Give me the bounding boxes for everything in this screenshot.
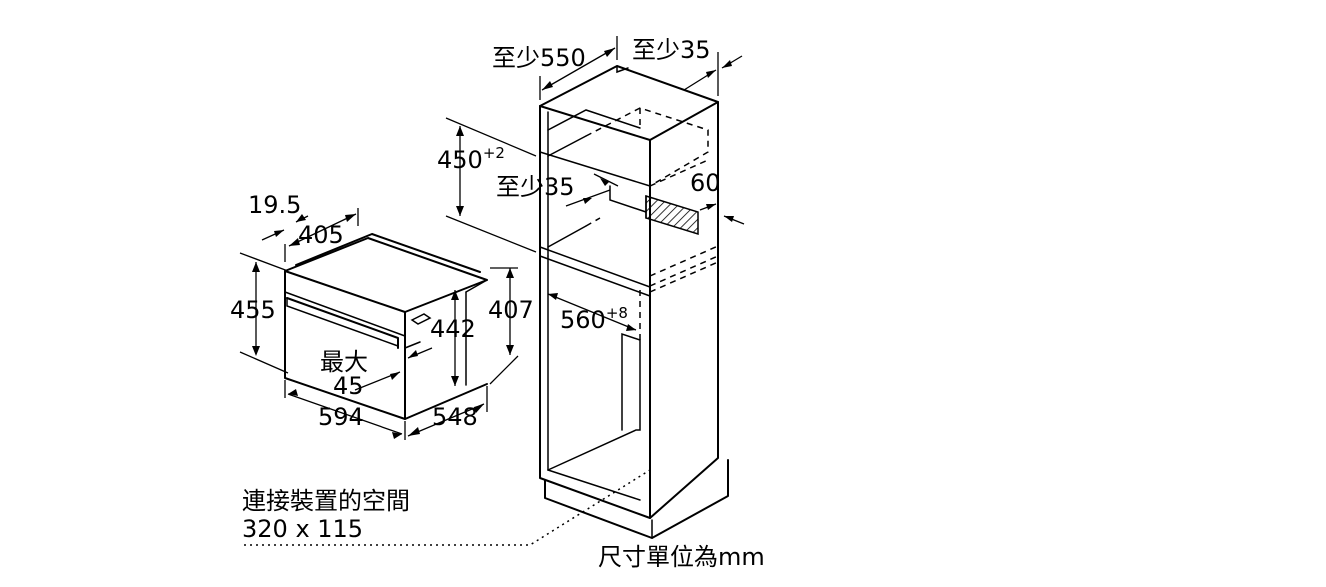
dimension-lines	[239, 36, 745, 546]
dimension-labels: 19.5 405 455 442 407 最大 45 594 548 至少550…	[230, 36, 765, 571]
label-min-rear-gap: 至少35	[632, 36, 711, 64]
middle-shelf-lower	[539, 255, 651, 297]
label-panel-offset: 19.5	[248, 191, 301, 219]
upper-shelf-front	[539, 151, 651, 187]
label-max-value: 45	[333, 372, 364, 400]
label-door-depth: 405	[298, 221, 344, 249]
niche-lower-dashed	[649, 245, 719, 277]
upper-shelf-back	[547, 109, 641, 131]
oven-top-panel	[295, 233, 481, 273]
vent-hatch	[645, 194, 699, 236]
middle-shelf-left	[547, 225, 587, 248]
label-niche-width: 560+8	[560, 304, 628, 334]
oven-drawing	[284, 233, 488, 420]
oven-control-strip	[284, 291, 406, 337]
lower-cavity	[547, 332, 641, 471]
cabinet-top-notch	[616, 65, 629, 74]
label-units-note: 尺寸單位為mm	[598, 543, 765, 571]
label-connection-size: 320 x 115	[242, 515, 363, 543]
oven-rear-bracket	[410, 313, 432, 325]
label-niche-height: 450+2	[437, 144, 505, 174]
label-vent-gap: 60	[690, 169, 721, 197]
label-connection-title: 連接裝置的空間	[242, 487, 410, 515]
label-min-depth: 至少550	[492, 44, 586, 72]
cabinet-top-left-edge	[539, 105, 651, 141]
upper-shelf-left	[547, 135, 587, 157]
label-inner-height: 442	[430, 315, 476, 343]
niche-top-dashed	[585, 107, 709, 187]
label-oven-depth: 548	[432, 403, 478, 431]
label-oven-width: 594	[318, 403, 364, 431]
label-oven-height: 455	[230, 296, 276, 324]
label-max: 最大	[320, 348, 368, 376]
oven-side-bottom	[404, 383, 488, 420]
middle-shelf-front	[539, 246, 651, 288]
cabinet-top-front-edge	[649, 101, 719, 141]
lower-cavity-floor	[547, 469, 641, 501]
oven-top	[284, 237, 488, 313]
oven-handle	[286, 297, 399, 349]
label-front-height: 407	[488, 296, 534, 324]
cabinet-drawing	[539, 65, 729, 539]
label-min-side-gap: 至少35	[496, 173, 575, 201]
